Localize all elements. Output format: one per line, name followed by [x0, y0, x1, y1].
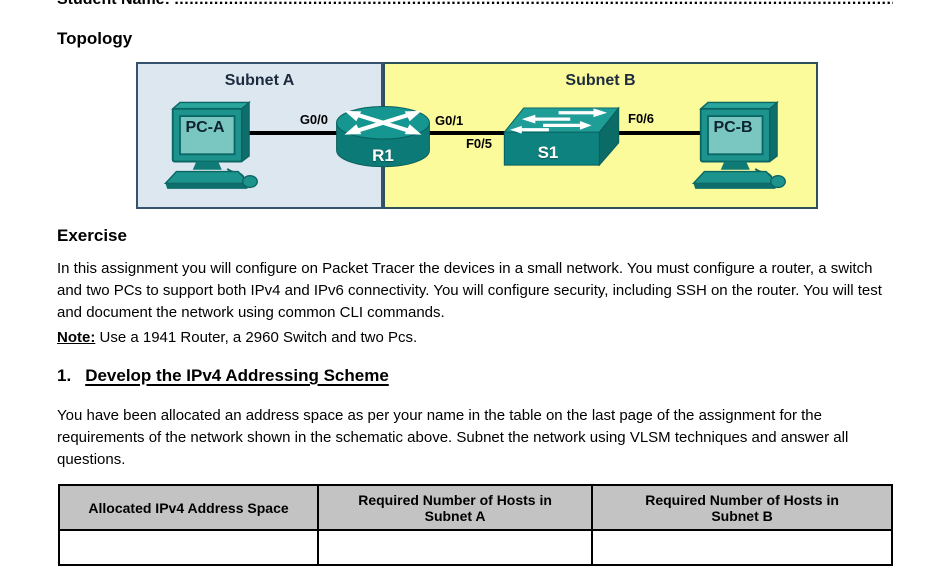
table-header-allocated-space: Allocated IPv4 Address Space — [57, 484, 320, 531]
computer-icon — [691, 100, 786, 189]
student-name-fill-in-dots: ........................................… — [174, 0, 893, 8]
router-r1-icon — [333, 103, 433, 187]
interface-label-g0-1: G0/1 — [435, 113, 464, 128]
switch-s1-label: S1 — [537, 143, 559, 162]
pc-b-icon — [688, 98, 788, 201]
table-header-hosts-subnet-b: Required Number of Hosts in Subnet B — [591, 484, 893, 531]
student-name-line: Student Name: ..........................… — [57, 0, 893, 10]
ipv4-addressing-table: Allocated IPv4 Address Space Required Nu… — [57, 484, 893, 566]
switch-icon — [503, 106, 620, 167]
interface-label-g0-0: G0/0 — [299, 112, 328, 127]
pc-b-label: PC-B — [713, 119, 753, 136]
exercise-paragraph: In this assignment you will configure on… — [57, 260, 882, 321]
pc-a-label: PC-A — [185, 119, 225, 136]
router-icon — [336, 105, 430, 168]
section1-heading: 1. Develop the IPv4 Addressing Scheme — [57, 366, 389, 386]
table-row — [57, 529, 893, 566]
table-header-hosts-subnet-a: Required Number of Hosts in Subnet A — [317, 484, 594, 531]
computer-icon — [163, 100, 258, 189]
subnet-b-label: Subnet B — [565, 72, 636, 89]
table-cell-hosts-subnet-a — [317, 529, 594, 566]
interface-label-f0-6: F0/6 — [628, 111, 655, 126]
switch-s1-icon — [498, 106, 625, 175]
router-r1-label: R1 — [372, 146, 394, 165]
table-cell-hosts-subnet-b — [591, 529, 893, 566]
note-text: Use a 1941 Router, a 2960 Switch and two… — [99, 329, 418, 346]
section1-paragraph: You have been allocated an address space… — [57, 407, 849, 468]
table-cell-allocated-space — [57, 529, 320, 566]
topology-heading: Topology — [57, 29, 133, 48]
ethernet-link-line — [236, 131, 706, 135]
note-label: Note: — [57, 329, 96, 346]
section1-title: Develop the IPv4 Addressing Scheme — [85, 366, 389, 385]
student-name-label: Student Name: — [57, 0, 170, 8]
interface-label-f0-5: F0/5 — [465, 136, 492, 151]
pc-a-icon — [160, 98, 260, 201]
topology-figure: Subnet A Subnet B PC-A — [136, 62, 818, 213]
subnet-a-label: Subnet A — [224, 72, 295, 89]
note-line: Note: Use a 1941 Router, a 2960 Switch a… — [57, 327, 895, 349]
table-header-row: Allocated IPv4 Address Space Required Nu… — [57, 484, 893, 531]
exercise-heading: Exercise — [57, 226, 127, 245]
section1-number: 1. — [57, 366, 72, 385]
